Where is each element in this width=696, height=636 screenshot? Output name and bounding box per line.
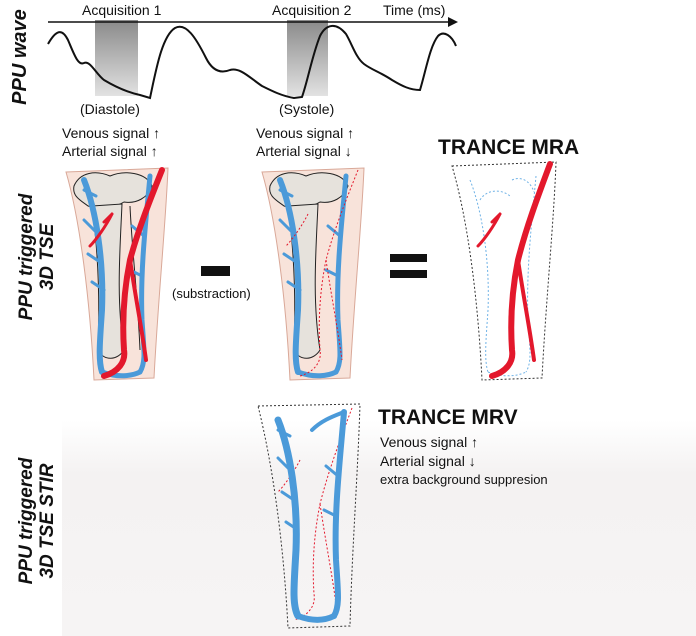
artery-tree [478,164,550,376]
ppu-wave-axis-label: PPU wave [10,2,31,112]
mrv-venous-signal: Venous signal ↑ [380,434,478,450]
acq2-arterial-signal: Arterial signal ↓ [256,143,352,159]
acq1-arterial-signal: Arterial signal ↑ [62,143,158,159]
leg-panel-trance-mra [452,162,556,380]
time-axis-label: Time (ms) [383,2,445,18]
acquisition-1-window [95,20,138,96]
minus-sign [201,266,230,276]
tse-row-label-line1: PPU triggered [16,172,37,342]
systole-label: (Systole) [279,101,334,117]
tse-row-label: PPU triggered 3D TSE [16,172,58,342]
equals-sign-bottom [390,270,427,278]
stir-row-label-line2: 3D TSE STIR [37,426,58,616]
diastole-label: (Diastole) [80,101,140,117]
subtraction-note: (substraction) [172,286,251,301]
trance-mrv-title: TRANCE MRV [378,406,518,430]
stir-background [62,420,696,636]
mrv-arterial-signal: Arterial signal ↓ [380,453,476,469]
time-axis-arrowhead [448,17,458,27]
faint-vein-outline [470,176,536,376]
acquisition-2-label: Acquisition 2 [272,2,351,18]
stir-row-label-line1: PPU triggered [16,426,37,616]
leg-panel-acquisition-1 [66,168,168,380]
leg-panel-acquisition-2 [262,168,364,380]
tse-row-label-line2: 3D TSE [37,172,58,342]
ppu-waveform [48,17,458,98]
equals-sign-top [390,254,427,262]
trance-mra-title: TRANCE MRA [438,136,579,160]
mrv-extra-suppression: extra background suppresion [380,472,548,487]
stir-row-label: PPU triggered 3D TSE STIR [16,426,58,616]
acq1-venous-signal: Venous signal ↑ [62,125,160,141]
acquisition-1-label: Acquisition 1 [82,2,161,18]
acq2-venous-signal: Venous signal ↑ [256,125,354,141]
